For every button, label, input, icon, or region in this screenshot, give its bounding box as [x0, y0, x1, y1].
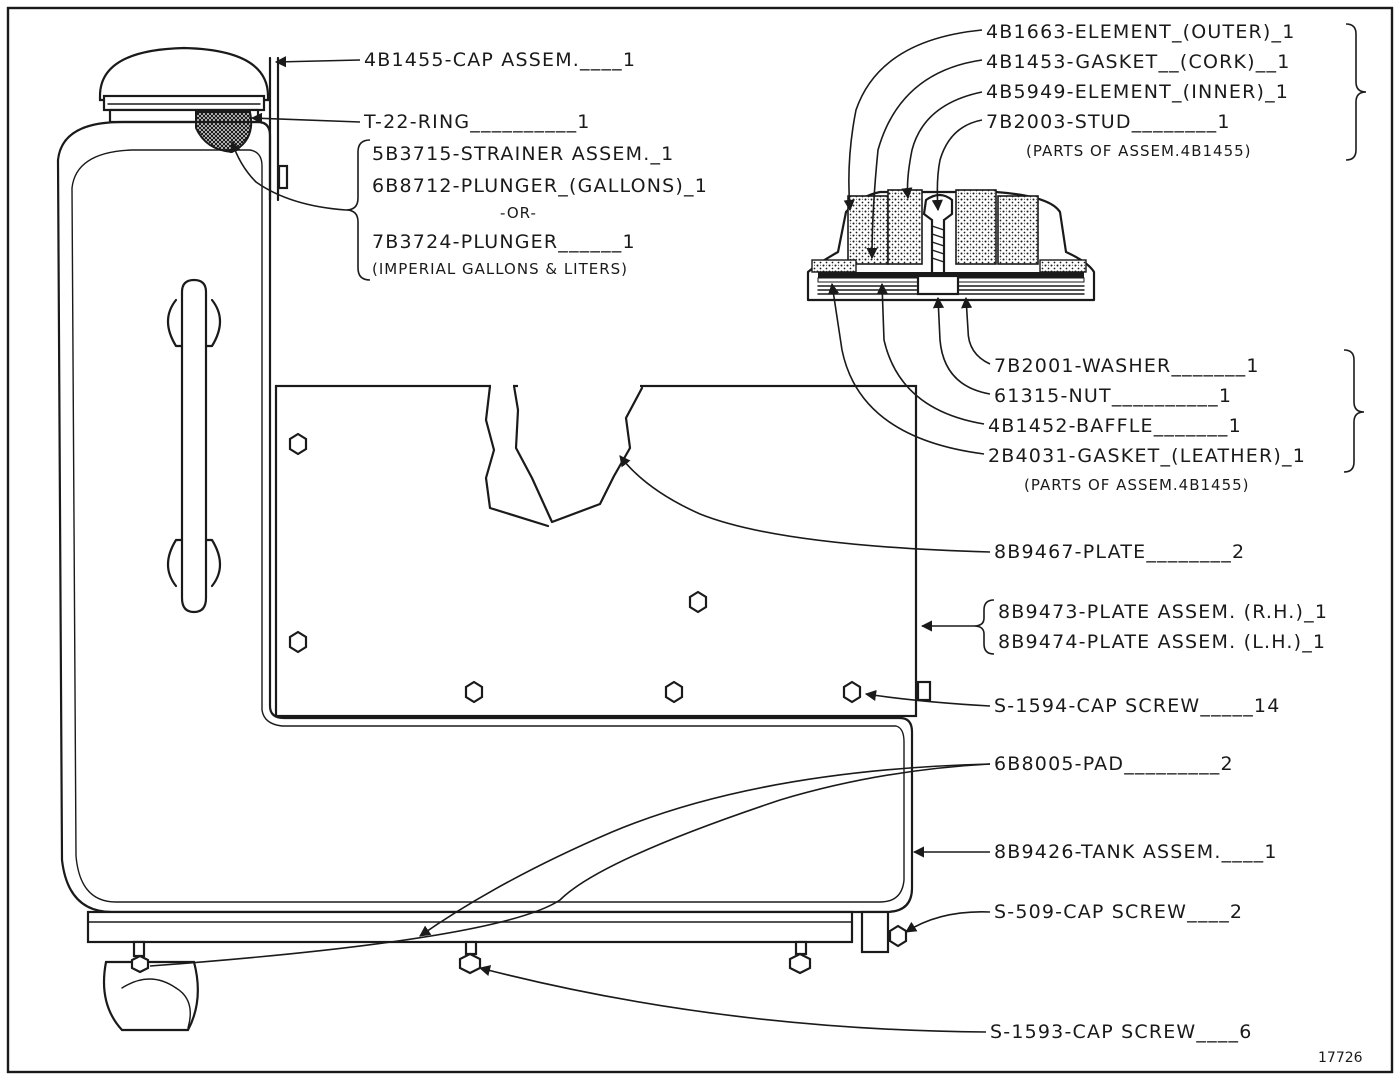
label-nut: 61315-NUT__________1	[994, 385, 1232, 407]
label-pad: 6B8005-PAD_________2	[994, 753, 1234, 775]
leader-lines	[149, 23, 1367, 1033]
label-stud: 7B2003-STUD________1	[986, 111, 1231, 133]
label-gasket-cork: 4B1453-GASKET__(CORK)__1	[986, 51, 1290, 73]
drain-cock	[102, 960, 199, 1032]
side-plate	[274, 384, 918, 718]
label-parts-note-1: (PARTS OF ASSEM.4B1455)	[1026, 142, 1252, 160]
part-labels: 4B1455-CAP ASSEM.____1 T-22-RING________…	[363, 21, 1363, 1066]
carry-handle	[166, 278, 222, 614]
label-element-outer: 4B1663-ELEMENT_(OUTER)_1	[986, 21, 1296, 43]
cap-section-detail	[806, 189, 1096, 302]
label-plate-rh: 8B9473-PLATE ASSEM. (R.H.)_1	[998, 601, 1328, 623]
label-baffle: 4B1452-BAFFLE_______1	[988, 415, 1242, 437]
plate-bolts	[288, 432, 932, 704]
label-cap-screw-509: S-509-CAP SCREW____2	[994, 901, 1243, 923]
filler-cap	[98, 46, 270, 124]
figure-number: 17726	[1318, 1050, 1363, 1066]
label-washer: 7B2001-WASHER_______1	[994, 355, 1260, 377]
base-pad	[86, 910, 908, 954]
label-imperial-note: (IMPERIAL GALLONS & LITERS)	[372, 260, 628, 278]
label-plunger-imperial: 7B3724-PLUNGER______1	[372, 231, 636, 253]
tank-body	[56, 120, 914, 914]
page-border	[6, 6, 1394, 1074]
label-or: -OR-	[500, 204, 537, 222]
label-strainer: 5B3715-STRAINER ASSEM._1	[372, 143, 674, 165]
label-plate-lh: 8B9474-PLATE ASSEM. (L.H.)_1	[998, 631, 1326, 653]
label-plate: 8B9467-PLATE________2	[994, 541, 1245, 563]
label-cap-screw-1594: S-1594-CAP SCREW_____14	[994, 695, 1280, 717]
strainer-part	[195, 111, 253, 154]
label-tank-assem: 8B9426-TANK ASSEM.____1	[994, 841, 1278, 863]
label-cap-assem: 4B1455-CAP ASSEM.____1	[364, 49, 636, 71]
label-cap-screw-1593: S-1593-CAP SCREW____6	[990, 1021, 1253, 1043]
label-element-inner: 4B5949-ELEMENT_(INNER)_1	[986, 81, 1289, 103]
label-parts-note-2: (PARTS OF ASSEM.4B1455)	[1024, 476, 1250, 494]
label-plunger-gallons: 6B8712-PLUNGER_(GALLONS)_1	[372, 175, 708, 197]
label-ring: T-22-RING__________1	[363, 111, 591, 133]
label-gasket-leather: 2B4031-GASKET_(LEATHER)_1	[988, 445, 1306, 467]
bottom-bolts	[130, 940, 812, 975]
